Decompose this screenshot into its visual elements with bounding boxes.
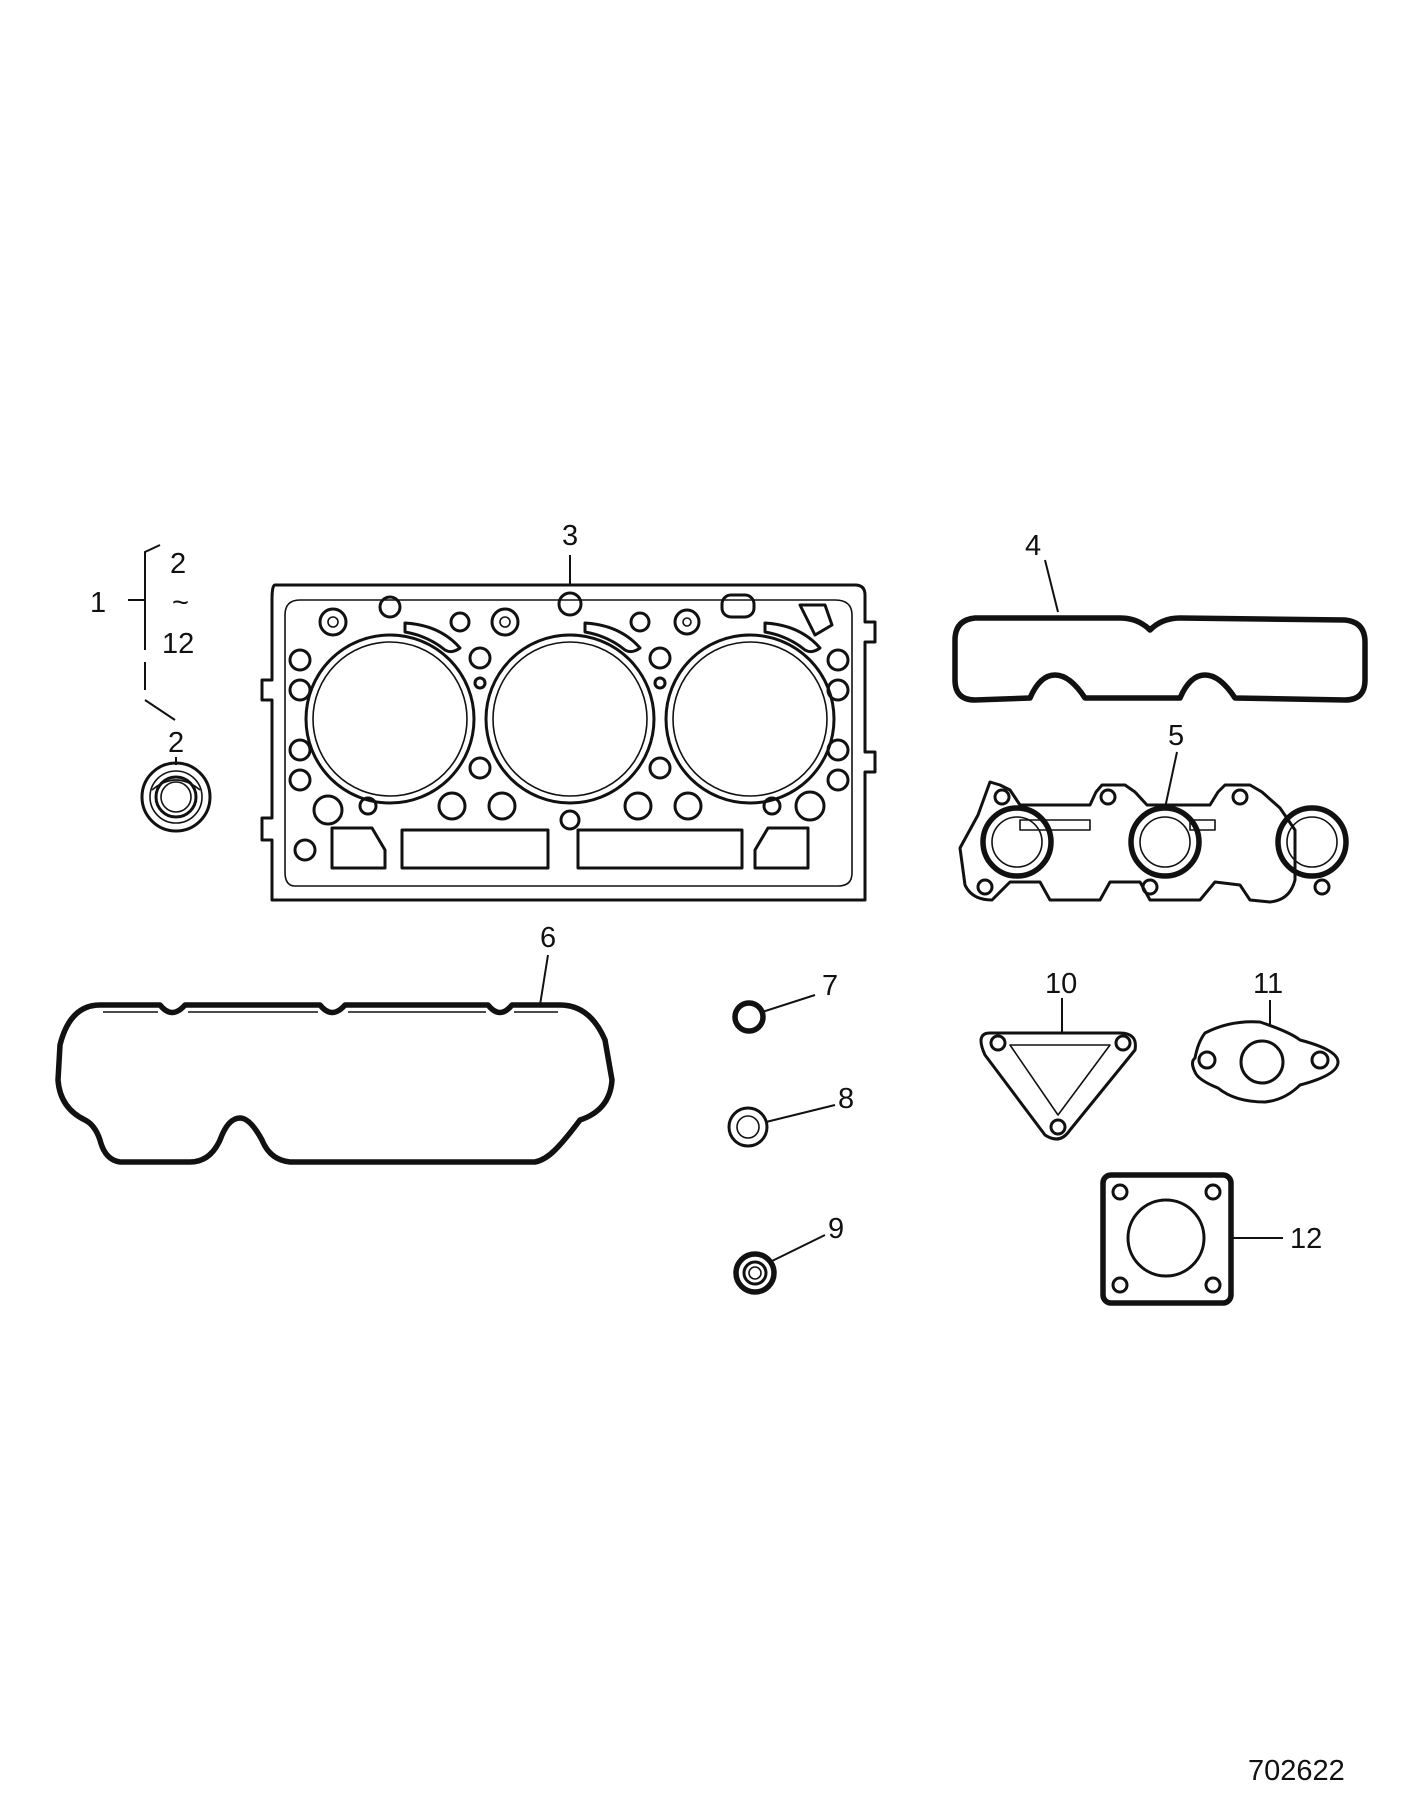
leader-7	[761, 994, 816, 1013]
leader-8	[765, 1104, 836, 1123]
oil-seal-part[interactable]	[140, 761, 212, 833]
exhaust-manifold-gasket-part[interactable]	[958, 780, 1349, 904]
kit-range-end: 12	[162, 628, 194, 660]
callout-9: 9	[828, 1213, 844, 1245]
callout-5: 5	[1168, 720, 1184, 752]
callout-2: 2	[168, 727, 184, 759]
callout-6: 6	[540, 922, 556, 954]
washer-part[interactable]	[727, 1106, 769, 1148]
leader-9	[769, 1234, 826, 1263]
callout-10: 10	[1045, 968, 1077, 1000]
callout-3: 3	[562, 520, 578, 552]
triangular-gasket-part[interactable]	[979, 1031, 1137, 1141]
kit-bracket: 1 2 ~ 12	[90, 544, 194, 721]
oval-flange-gasket-part[interactable]	[1191, 1020, 1340, 1104]
rocker-cover-gasket-part[interactable]	[952, 615, 1368, 703]
callout-8: 8	[838, 1083, 854, 1115]
valve-cover-gasket-part[interactable]	[55, 1002, 615, 1165]
leader-6	[539, 954, 549, 1006]
callout-11: 11	[1253, 968, 1283, 1000]
leader-4	[1044, 559, 1059, 613]
cylinder-head-gasket-part[interactable]	[260, 583, 877, 902]
square-flange-gasket-part[interactable]	[1100, 1172, 1234, 1306]
callout-7: 7	[822, 970, 838, 1002]
callout-4: 4	[1025, 530, 1041, 562]
leader-5	[1164, 751, 1178, 809]
valve-stem-seal-part[interactable]	[733, 1251, 777, 1295]
o-ring-part[interactable]	[732, 1000, 766, 1034]
kit-range-separator: ~	[172, 587, 189, 619]
kit-range-start: 2	[170, 548, 186, 580]
callout-12: 12	[1290, 1223, 1322, 1255]
figure-number: 702622	[1248, 1755, 1345, 1787]
callout-1: 1	[90, 587, 106, 619]
